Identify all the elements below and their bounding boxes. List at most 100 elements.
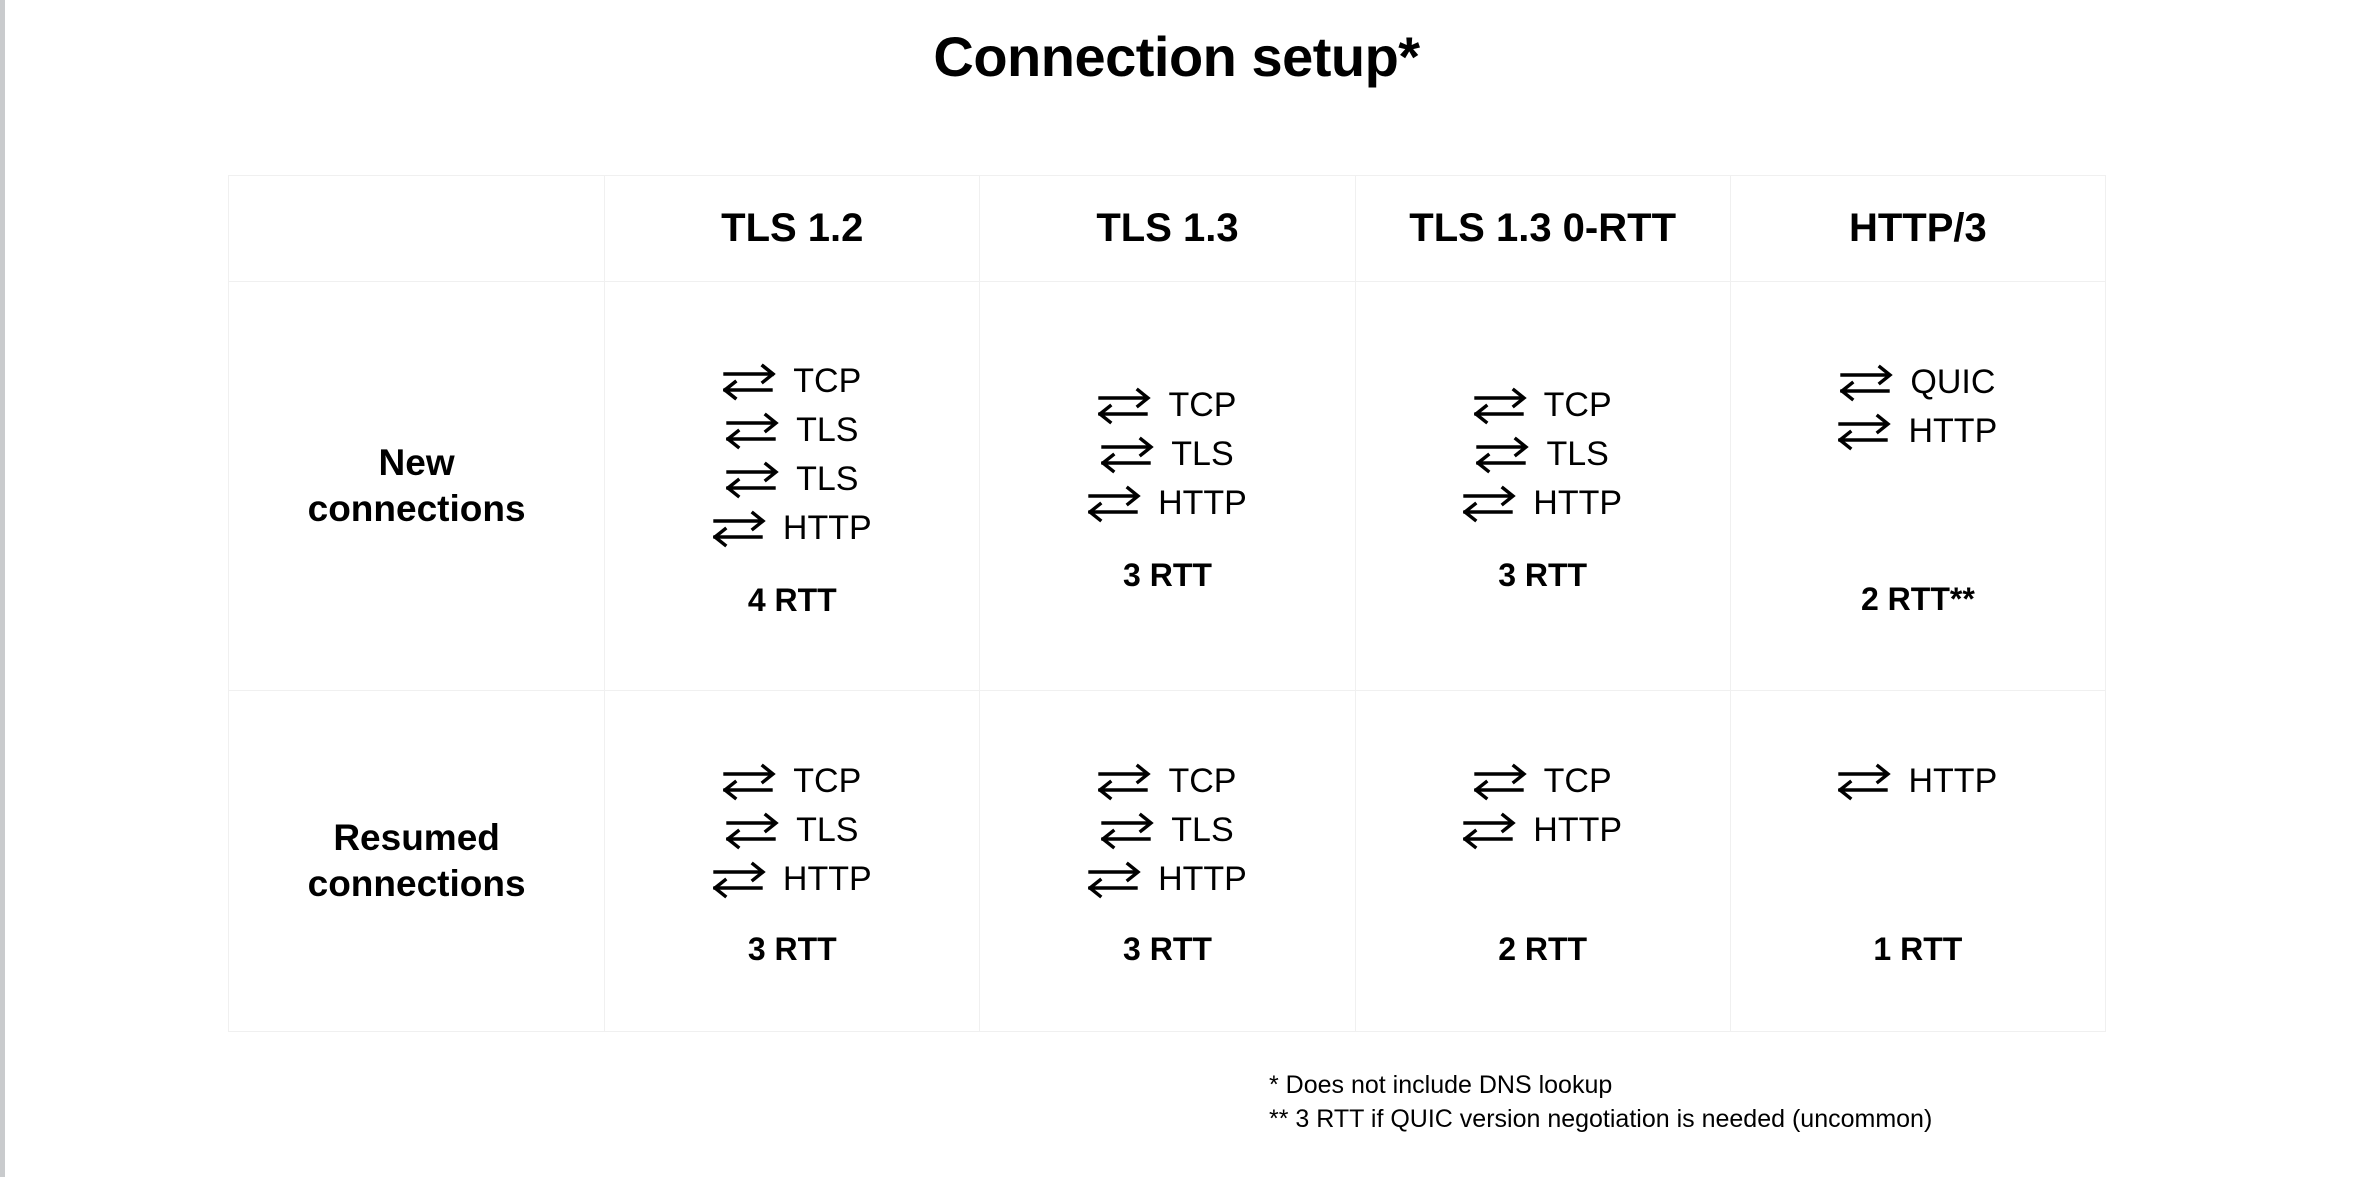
step-item: TLS (605, 806, 979, 854)
bidirectional-exchange-arrow-icon (1473, 384, 1530, 428)
step-label: HTTP (1533, 484, 1623, 522)
step-list: TCP TLS (980, 757, 1354, 903)
step-item: TCP (605, 757, 979, 805)
bidirectional-exchange-arrow-icon (1088, 482, 1144, 526)
step-label: TCP (1168, 386, 1237, 424)
bidirectional-exchange-arrow-icon (1098, 760, 1154, 804)
bidirectional-exchange-arrow-icon (1463, 809, 1519, 853)
step-item: TCP (1356, 757, 1730, 805)
bidirectional-exchange-arrow-icon (1476, 433, 1532, 477)
step-list: TCP TLS (605, 357, 979, 552)
bidirectional-exchange-arrow-icon (723, 760, 779, 804)
step-item: TLS (980, 430, 1354, 478)
bidirectional-exchange-arrow-icon (1840, 361, 1896, 405)
step-label: HTTP (782, 860, 872, 898)
cell-new-http3: QUIC HTTP (1729, 281, 2107, 691)
bidirectional-exchange-arrow-icon (712, 858, 769, 902)
step-item: TLS (980, 806, 1354, 854)
step-list: TCP TLS (980, 381, 1354, 527)
step-list: TCP HTTP (1356, 757, 1730, 854)
rtt-value: 1 RTT (1873, 931, 1963, 967)
step-item: HTTP (605, 504, 979, 552)
footnote-double-asterisk: ** 3 RTT if QUIC version negotiation is … (1269, 1105, 1933, 1134)
step-label: QUIC (1910, 362, 1996, 401)
step-label: TCP (793, 762, 862, 800)
step-item: TLS (605, 406, 979, 454)
step-label: HTTP (1158, 860, 1247, 898)
table-row-resumed-connections: Resumed connections (227, 690, 2107, 1032)
step-label: HTTP (1908, 411, 1998, 450)
column-header-tls13-0rtt: TLS 1.3 0-RTT (1354, 175, 1731, 282)
step-item: HTTP (980, 855, 1354, 903)
cell-resumed-tls12: TCP TLS (604, 690, 981, 1032)
step-item: QUIC (1731, 358, 2105, 406)
rtt-value: 3 RTT (747, 931, 837, 967)
bidirectional-exchange-arrow-icon (1098, 384, 1154, 428)
table-header-row: TLS 1.2 TLS 1.3 TLS 1.3 0-RTT HTTP/3 (227, 175, 2107, 282)
cell-resumed-tls13-0rtt: TCP HTTP (1354, 690, 1731, 1032)
cell-new-tls13: TCP TLS (979, 281, 1356, 691)
cell-resumed-http3: HTTP 1 RTT (1729, 690, 2107, 1032)
step-item: HTTP (605, 855, 979, 903)
step-label: TLS (796, 811, 859, 849)
bidirectional-exchange-arrow-icon (723, 360, 779, 404)
bidirectional-exchange-arrow-icon (1838, 760, 1894, 804)
step-item: TLS (1356, 430, 1730, 478)
bidirectional-exchange-arrow-icon (1101, 809, 1157, 853)
step-item: HTTP (1356, 479, 1730, 527)
bidirectional-exchange-arrow-icon (726, 809, 782, 853)
footnotes-block: * Does not include DNS lookup ** 3 RTT i… (1269, 1068, 1932, 1137)
step-label: TCP (793, 361, 862, 400)
row-label-resumed-connections: Resumed connections (227, 690, 606, 1032)
bidirectional-exchange-arrow-icon (712, 507, 769, 551)
cell-resumed-tls13: TCP TLS (979, 690, 1356, 1032)
cell-new-tls13-0rtt: TCP TLS (1354, 281, 1731, 691)
column-header-http3: HTTP/3 (1729, 175, 2107, 282)
row-label-line-2: connections (307, 488, 526, 529)
page-left-edge-strip (0, 0, 5, 1177)
step-list: TCP TLS (1356, 381, 1730, 527)
step-item: TCP (980, 757, 1354, 805)
step-label: TLS (796, 459, 859, 498)
cell-new-tls12: TCP TLS (604, 281, 981, 691)
table-row-new-connections: New connections (227, 281, 2107, 691)
row-label-line-1: Resumed (333, 816, 500, 858)
step-label: TLS (1171, 811, 1234, 849)
bidirectional-exchange-arrow-icon (1838, 410, 1894, 454)
rtt-value: 2 RTT (1498, 931, 1588, 967)
step-label: TCP (1168, 762, 1237, 800)
rtt-value: 2 RTT** (1860, 580, 1975, 617)
step-label: HTTP (1158, 484, 1247, 522)
rtt-value: 3 RTT (1123, 557, 1212, 593)
row-label-line-2: connections (307, 863, 526, 904)
bidirectional-exchange-arrow-icon (1473, 760, 1530, 804)
step-list: QUIC HTTP (1731, 358, 2105, 455)
step-label: TCP (1543, 762, 1612, 800)
step-item: TCP (980, 381, 1354, 429)
step-item: TCP (1356, 381, 1730, 429)
page-title: Connection setup* (933, 25, 1420, 88)
step-label: TLS (1171, 435, 1234, 473)
step-list: TCP TLS (605, 757, 979, 903)
table-corner-cell (227, 175, 606, 282)
column-header-tls12: TLS 1.2 (604, 175, 981, 282)
bidirectional-exchange-arrow-icon (1088, 858, 1144, 902)
column-header-tls13: TLS 1.3 (979, 175, 1356, 282)
step-item: TLS (605, 455, 979, 503)
bidirectional-exchange-arrow-icon (1101, 433, 1157, 477)
step-label: HTTP (782, 508, 872, 547)
step-item: HTTP (1356, 806, 1730, 854)
rtt-value: 3 RTT (1498, 557, 1588, 593)
step-item: HTTP (1731, 407, 2105, 455)
rtt-value: 4 RTT (747, 581, 837, 618)
row-label-new-connections: New connections (227, 281, 606, 691)
bidirectional-exchange-arrow-icon (1463, 482, 1519, 526)
step-label: TCP (1543, 386, 1612, 424)
row-label-line-1: New (378, 441, 455, 483)
rtt-value: 3 RTT (1123, 931, 1212, 967)
connection-setup-table: TLS 1.2 TLS 1.3 TLS 1.3 0-RTT HTTP/3 New… (227, 175, 2107, 1032)
step-list: HTTP (1731, 757, 2105, 805)
bidirectional-exchange-arrow-icon (726, 409, 782, 453)
step-label: HTTP (1533, 811, 1623, 849)
